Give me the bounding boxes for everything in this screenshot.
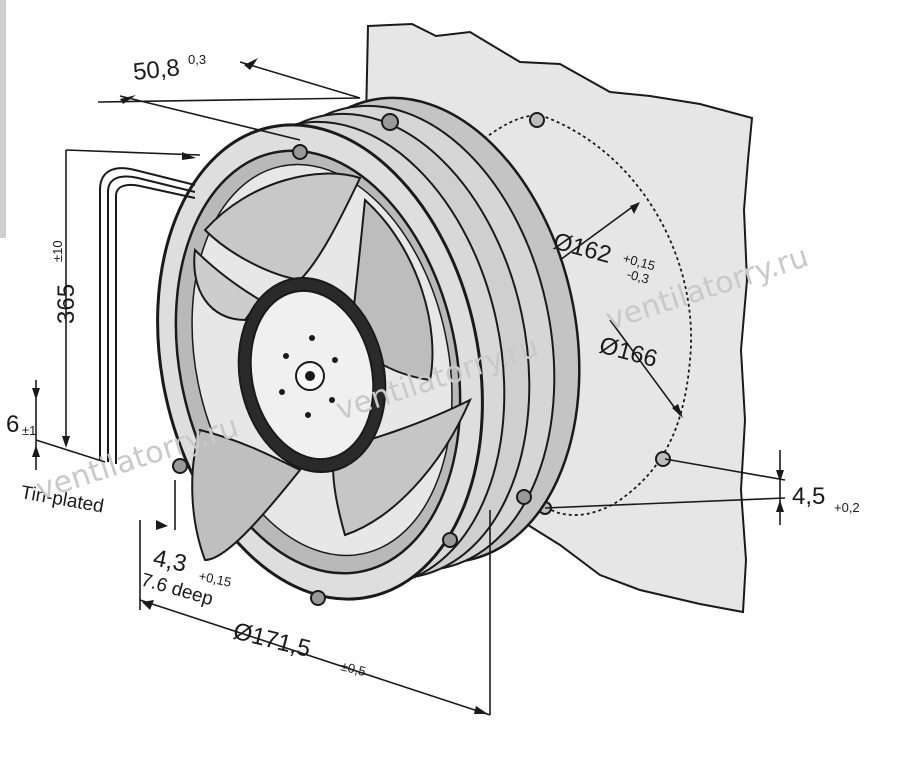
- strip-length-value: 6: [6, 411, 19, 438]
- hub-slot: [332, 357, 338, 363]
- housing-mount-hole: [292, 144, 308, 160]
- housing-mount-hole: [310, 590, 326, 606]
- flange-tol: +0,2: [834, 500, 860, 515]
- edge-fragment: [0, 0, 6, 238]
- housing-mount-hole: [442, 532, 458, 548]
- depth-dim-tol: 0,3: [188, 52, 206, 67]
- hub-center-dot: [305, 371, 315, 381]
- dimension-lines: [35, 61, 786, 716]
- housing-mount-hole: [516, 489, 532, 505]
- hub-slot: [279, 389, 285, 395]
- hub-slot: [329, 397, 335, 403]
- cable-lead: [115, 183, 196, 464]
- fan-blade: [193, 247, 262, 322]
- hole-dia-tol: +0,15: [197, 568, 232, 590]
- dimension-arrows: [32, 58, 784, 714]
- housing-mount-hole: [381, 113, 399, 131]
- strip-length-tol: ±1: [22, 423, 36, 438]
- outer-dia-value: Ø171,5: [231, 618, 314, 663]
- fan-blade: [332, 397, 472, 537]
- outer-dia-tol: ±0,5: [339, 658, 367, 679]
- cable-lead: [107, 175, 196, 462]
- cable-lead: [99, 167, 196, 460]
- panel-cutout: [539, 114, 692, 516]
- panel-hole-right: [655, 451, 671, 467]
- housing-mount-hole: [172, 458, 188, 474]
- hub-slot: [305, 412, 311, 418]
- cable-length-value: 365: [53, 284, 80, 324]
- flange-value: 4,5: [792, 483, 825, 510]
- hub-slot: [309, 335, 315, 341]
- panel-hole-top: [529, 112, 545, 128]
- cutout-dia-tol-minus: -0,3: [625, 266, 651, 286]
- fan-blade: [203, 172, 362, 282]
- cable-length-tol: ±10: [50, 240, 65, 262]
- fan-blade: [191, 428, 302, 562]
- hub-slot: [283, 353, 289, 359]
- depth-dim-value: 50,8: [132, 54, 181, 86]
